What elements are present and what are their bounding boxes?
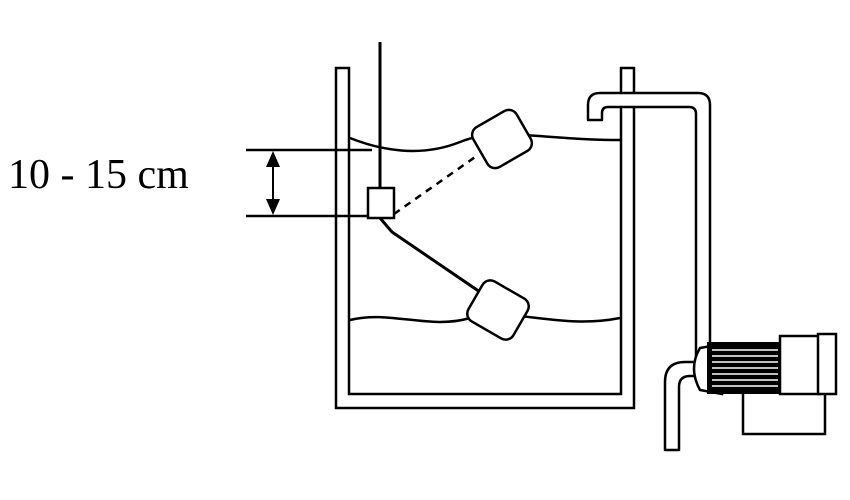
float-cable-lower bbox=[378, 217, 481, 294]
float-cable-upper-dashed bbox=[393, 153, 479, 216]
outlet-pipe bbox=[586, 91, 712, 360]
pump-motor-end-cap bbox=[778, 334, 822, 396]
pump-terminal-box bbox=[816, 332, 838, 396]
float-lower bbox=[466, 279, 530, 341]
dimension-marker bbox=[246, 148, 372, 218]
tank bbox=[334, 66, 636, 410]
dimension-label: 10 - 15 cm bbox=[8, 152, 189, 198]
cable-clamp bbox=[366, 186, 396, 220]
pump bbox=[692, 332, 838, 436]
pump-base bbox=[741, 390, 827, 436]
dimension-arrowhead-up bbox=[266, 151, 280, 167]
pump-motor-fins bbox=[712, 349, 778, 387]
dimension-arrowhead-down bbox=[266, 199, 280, 215]
upper-water-surface bbox=[349, 133, 621, 153]
float-upper bbox=[470, 108, 534, 170]
tank-outer-wall bbox=[334, 66, 636, 410]
